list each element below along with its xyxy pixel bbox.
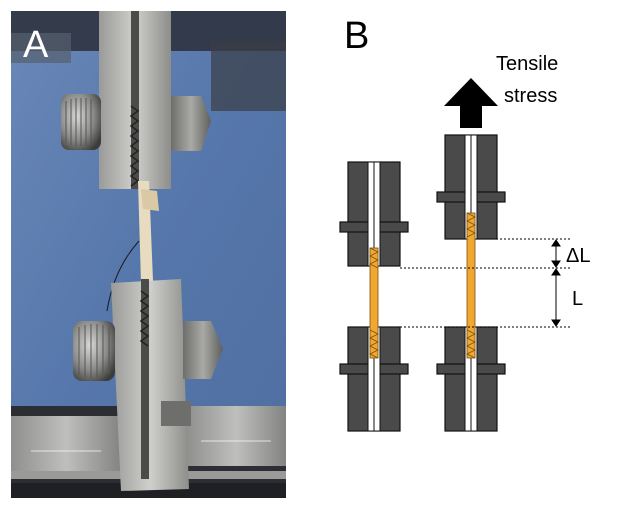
lower-bolt-left: [73, 321, 115, 381]
l-dimension: [551, 268, 561, 327]
specimen-stretched: [436, 134, 506, 432]
lower-grip: [111, 279, 189, 491]
left-specimen: [369, 247, 379, 359]
up-arrow-icon: [444, 78, 498, 128]
tensile-label-line1: Tensile: [496, 53, 558, 75]
right-specimen: [466, 212, 476, 359]
delta-l-dimension: [551, 239, 561, 268]
delta-l-label: ΔL: [566, 245, 590, 267]
schematic-panel-b: B Tensile stress: [339, 15, 590, 432]
upper-nut-right: [171, 96, 211, 151]
l-label: L: [572, 288, 583, 310]
photo-panel-a: A: [11, 11, 286, 498]
left-upper-grip: [339, 161, 409, 267]
panel-b-letter: B: [344, 15, 369, 57]
reference-lines: [400, 238, 572, 328]
specimen-unstretched: [339, 161, 409, 432]
lower-nut-right: [183, 321, 223, 379]
panel-a-letter: A: [23, 24, 49, 66]
tensile-label-line2: stress: [504, 85, 557, 107]
